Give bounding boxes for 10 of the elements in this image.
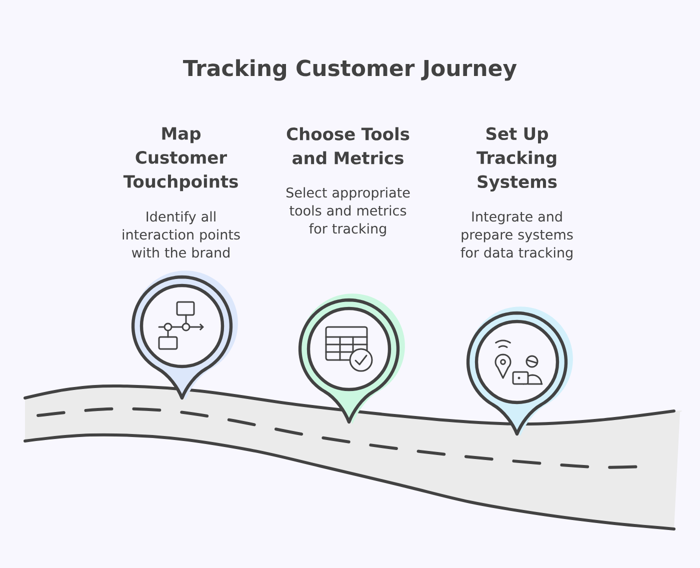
step-heading: Set Up Tracking Systems xyxy=(476,127,557,192)
step-description: Select appropriate tools and metrics for tracking xyxy=(286,187,410,236)
step-heading: Map Customer Touchpoints xyxy=(123,127,238,192)
step-description: Integrate and prepare systems for data tracking xyxy=(460,211,573,260)
map-pin xyxy=(298,294,405,424)
step-heading: Choose Tools and Metrics xyxy=(286,127,410,164)
map-pin xyxy=(466,306,573,436)
map-pin xyxy=(131,270,238,400)
step-description: Identify all interaction points with the brand xyxy=(122,211,240,258)
title: Tracking Customer Journey xyxy=(183,59,517,81)
